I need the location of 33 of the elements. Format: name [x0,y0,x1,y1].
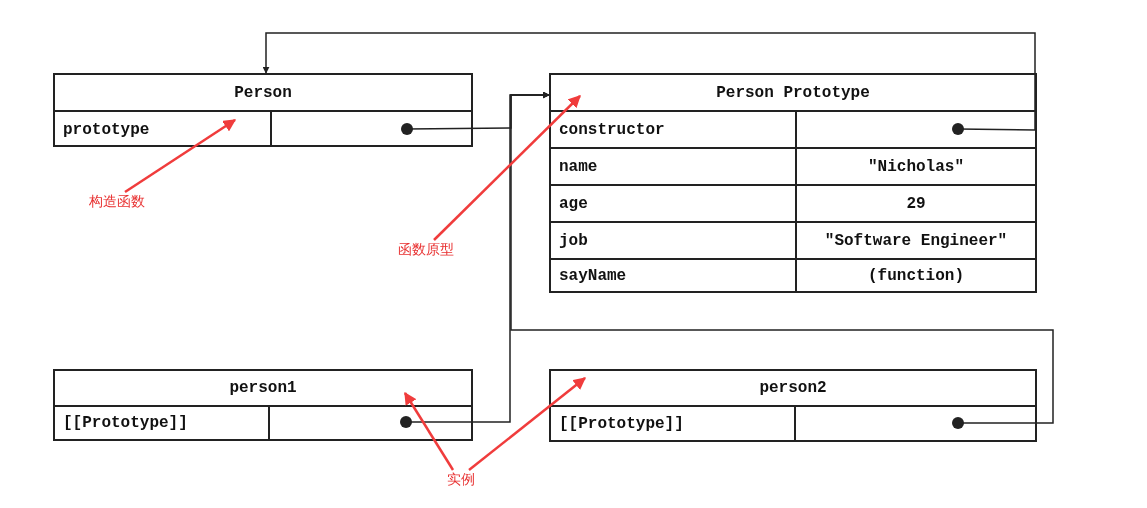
pointer-arrow [262,32,1036,135]
pointer-cell [795,110,1035,147]
table-cell: job [551,221,795,258]
table-heading: Person [234,83,292,102]
leader-arrow [124,118,237,194]
annotation-text: 实例 [446,471,476,489]
pointer-cell [268,405,471,439]
pointer-cell [794,405,1035,440]
table-cell: 29 [795,184,1035,221]
table-cell: age [551,184,795,221]
pointer-cell [270,110,471,147]
annotation-text: 构造函数 [88,193,146,211]
table-cell: [[Prototype]] [55,405,268,439]
pointer-arrow [510,91,1054,429]
object-table [549,369,1037,442]
leader-arrow [468,377,586,471]
object-table [549,73,1037,293]
table-cell: (function) [795,258,1035,291]
table-cell: [[Prototype]] [551,405,794,440]
leader-arrow [403,391,455,471]
table-heading: Person Prototype [716,83,870,102]
table-heading: person1 [229,379,297,397]
table-cell: sayName [551,258,795,291]
object-table [53,369,473,441]
annotation-text: 函数原型 [397,241,455,259]
object-table [53,73,473,147]
table-cell: "Software Engineer" [795,221,1035,258]
table-cell: constructor [551,110,795,147]
table-cell: name [551,147,795,184]
table-cell: prototype [55,110,270,147]
table-cell: "Nicholas" [795,147,1035,184]
leader-arrow [433,95,581,241]
table-heading: person2 [759,379,827,397]
